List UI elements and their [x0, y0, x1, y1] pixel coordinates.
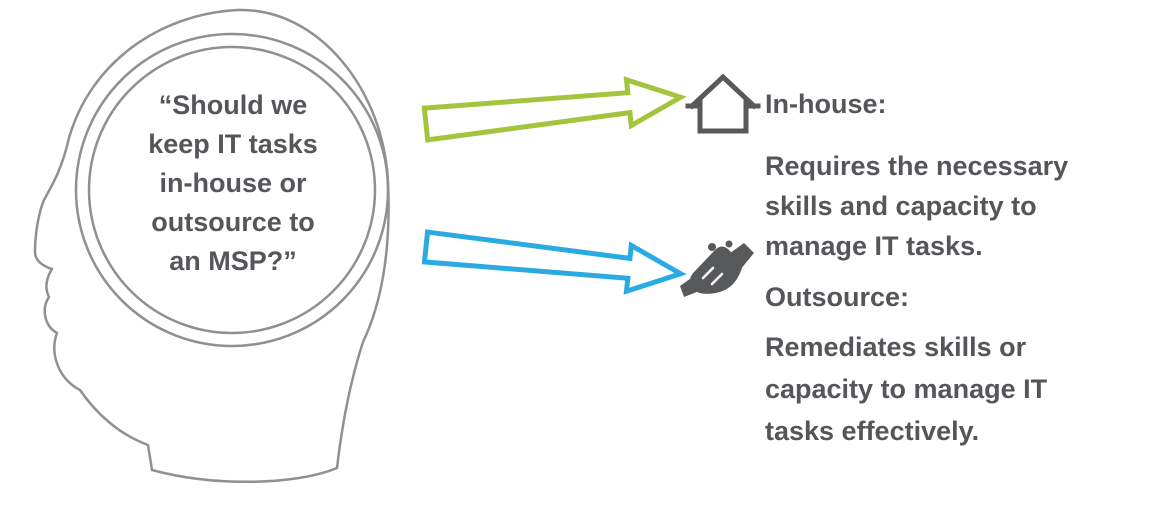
head-question: “Should we keep IT tasks in-house or out… — [102, 86, 364, 281]
handshake-icon — [680, 240, 754, 297]
house-icon — [685, 73, 761, 134]
outsource-label: Outsource: — [765, 282, 910, 312]
outsource-description-line: tasks effectively. — [765, 416, 980, 446]
head-question-line: “Should we — [158, 90, 308, 120]
outsource-description-line: capacity to manage IT — [765, 374, 1048, 404]
outsource-description-line: Remediates skills or — [765, 332, 1027, 362]
in-house-description-line: skills and capacity to — [765, 191, 1037, 221]
blue-arrow — [421, 229, 687, 295]
head-question-line: an MSP?” — [169, 246, 297, 276]
in-house-description-line: manage IT tasks. — [765, 231, 983, 261]
in-house-description-line: Requires the necessary — [765, 151, 1069, 181]
green-arrow — [421, 76, 687, 143]
thought-circle-outer — [74, 32, 390, 348]
thought-circle-inner — [87, 45, 377, 335]
head-question-line: outsource to — [151, 207, 315, 237]
outsource-description: Remediates skills or capacity to manage … — [765, 326, 1154, 452]
head-question-line: keep IT tasks — [148, 129, 318, 159]
head-outline — [33, 8, 390, 483]
in-house-description: Requires the necessary skills and capaci… — [765, 146, 1154, 266]
in-house-label: In-house: — [765, 89, 887, 119]
head-question-line: in-house or — [159, 168, 307, 198]
